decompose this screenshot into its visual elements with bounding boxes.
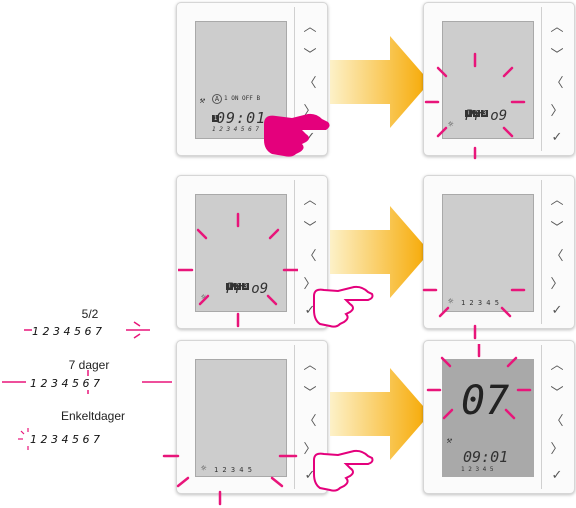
time-display: 09:01: [216, 109, 267, 127]
arrow-right-icon: [330, 206, 430, 298]
button-divider: [294, 7, 295, 151]
up-button[interactable]: ︿: [550, 191, 564, 207]
left-button[interactable]: 〈: [550, 412, 564, 428]
arrow-right-icon: [330, 36, 430, 128]
up-button[interactable]: ︿: [303, 191, 317, 207]
sun-icon: ☼: [201, 464, 207, 474]
up-button[interactable]: ︿: [550, 356, 564, 372]
down-button[interactable]: ﹀: [550, 384, 564, 400]
thermostat-device-5: ☼ 1 2 3 4 5 ︿ ﹀ 〈 〉 ✓: [176, 340, 328, 494]
right-button[interactable]: 〉: [303, 275, 317, 291]
ok-button[interactable]: ✓: [551, 467, 563, 482]
ok-button[interactable]: ✓: [304, 302, 316, 317]
flash-rays-icon: [424, 52, 526, 160]
button-divider: [541, 180, 542, 324]
thermostat-device-4: ☼ 1 2 3 4 5 ︿ ﹀ 〈 〉 ✓: [423, 175, 575, 329]
big-digits-display: 07: [461, 378, 510, 424]
flash-rays-icon: [162, 454, 298, 506]
down-button[interactable]: ﹀: [303, 384, 317, 400]
button-divider: [294, 345, 295, 489]
option-single-days-days: 1 2 3 4 5 6 7: [30, 433, 100, 446]
mode-a-indicator: A: [212, 94, 222, 104]
hand-pointer-icon: [264, 113, 330, 157]
program-badge: 1: [212, 115, 219, 122]
option-single-days-title: Enkeltdager: [60, 409, 126, 423]
right-button[interactable]: 〉: [303, 102, 317, 118]
option-7-days-title: 7 dager: [68, 358, 110, 372]
ok-button[interactable]: ✓: [551, 302, 563, 317]
right-button[interactable]: 〉: [303, 440, 317, 456]
left-button[interactable]: 〈: [550, 247, 564, 263]
up-button[interactable]: ︿: [303, 356, 317, 372]
sun-icon: ☼: [201, 293, 207, 303]
flash-rays-icon: [178, 212, 298, 328]
days-display: 1 2 3 4 5: [461, 466, 494, 473]
button-divider: [541, 345, 542, 489]
up-button[interactable]: ︿: [550, 18, 564, 34]
tap-icon: ⚒: [446, 436, 452, 446]
prog-code-display: Pr o9: [465, 108, 508, 124]
tap-icon: ⚒: [199, 96, 205, 106]
days-display: 1 2 3 4 5 6 7: [212, 126, 259, 133]
ok-button[interactable]: ✓: [304, 129, 316, 144]
lcd-screen: 07 ⚒ 09:01 1 2 3 4 5: [442, 359, 534, 477]
hand-pointer-icon: [313, 449, 374, 492]
button-divider: [541, 7, 542, 151]
prog-code-display: Pr o9: [226, 281, 269, 297]
right-button[interactable]: 〉: [550, 440, 564, 456]
right-button[interactable]: 〉: [550, 102, 564, 118]
button-divider: [294, 180, 295, 324]
left-button[interactable]: 〈: [303, 74, 317, 90]
option-7-days-days: 1 2 3 4 5 6 7: [30, 377, 100, 390]
sun-icon: ☼: [448, 297, 454, 307]
arrow-right-icon: [330, 368, 430, 460]
days-display: 1 2 3 4 5: [214, 466, 252, 474]
sun-icon: ☼: [448, 120, 454, 130]
ok-button[interactable]: ✓: [304, 467, 316, 482]
down-button[interactable]: ﹀: [303, 46, 317, 62]
thermostat-device-6: 07 ⚒ 09:01 1 2 3 4 5 ︿ ﹀ 〈 〉 ✓: [423, 340, 575, 494]
option-5-2-title: 5/2: [81, 307, 99, 321]
down-button[interactable]: ﹀: [550, 46, 564, 62]
flash-rays-icon: [426, 344, 532, 420]
days-display: 1 2 3 4 5: [461, 299, 499, 307]
hand-pointer-icon: [313, 285, 374, 328]
flash-lines: [18, 428, 29, 450]
option-5-2-days: 1 2 3 4 5 6 7: [32, 325, 102, 338]
time-display: 09:01: [463, 448, 509, 466]
right-button[interactable]: 〉: [550, 275, 564, 291]
left-button[interactable]: 〈: [550, 74, 564, 90]
mode-text: 1 ON OFF B: [224, 95, 261, 102]
thermostat-device-1: ⚒ A 1 ON OFF B 1 09:01 1 2 3 4 5 6 7 ︿ ﹀…: [176, 2, 328, 156]
down-button[interactable]: ﹀: [303, 219, 317, 235]
ok-button[interactable]: ✓: [551, 129, 563, 144]
lcd-screen: ⚒ A 1 ON OFF B 1 09:01 1 2 3 4 5 6 7: [195, 21, 287, 139]
up-button[interactable]: ︿: [303, 18, 317, 34]
lcd-screen: ☼ 1 2 3 4 5: [195, 359, 287, 477]
left-button[interactable]: 〈: [303, 247, 317, 263]
flash-lines: [24, 321, 150, 339]
flash-lines: [2, 370, 172, 394]
flash-rays-icon: [422, 288, 526, 340]
down-button[interactable]: ﹀: [550, 219, 564, 235]
lcd-screen: ☼ 1 2 3 4 5: [442, 194, 534, 312]
left-button[interactable]: 〈: [303, 412, 317, 428]
